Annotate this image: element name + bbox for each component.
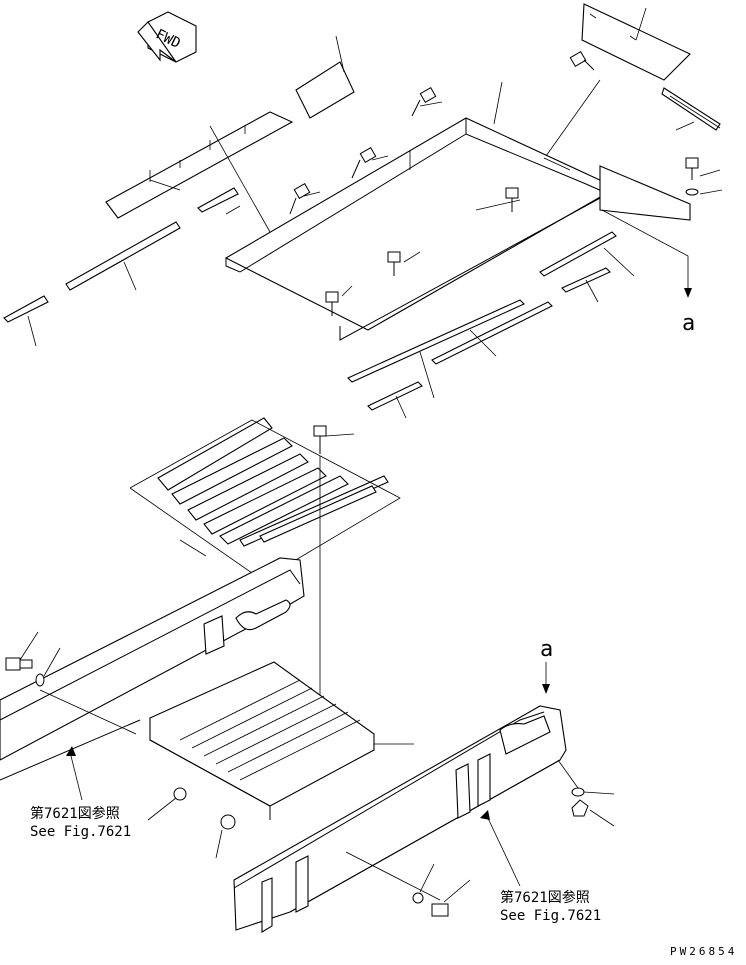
upper-bolts [289,50,699,316]
upper-leaders [27,7,723,419]
reference-arrow-left [66,746,83,801]
left-bolt-washer [5,631,236,859]
right-fasteners [412,759,615,917]
reference-callout-left: 第7621図参照 See Fig.7621 [30,805,131,840]
upper-right-cover [581,3,721,221]
reference-arrow-right [480,810,521,887]
reference-letter-bottom: a [540,637,553,662]
reference-line-a-bottom: a [540,637,553,694]
forward-arrow-marker: FWD [137,11,197,63]
right-main-frame [233,705,567,933]
middle-step-plate [149,661,414,820]
reference-right-en: See Fig.7621 [500,908,601,924]
reference-letter-top: a [682,311,695,336]
middle-floor-plates [129,417,401,581]
reference-left-jp: 第7621図参照 [30,805,120,822]
drawing-number: PW26854 [670,945,737,958]
reference-left-en: See Fig.7621 [30,824,131,840]
upper-left-plates [3,61,355,323]
middle-bolt [313,425,355,700]
upper-strips [347,231,617,411]
reference-right-jp: 第7621図参照 [500,889,590,906]
reference-callout-right: 第7621図参照 See Fig.7621 [500,889,601,924]
reference-line-a-top: a [601,209,695,336]
left-side-frame [0,557,305,781]
